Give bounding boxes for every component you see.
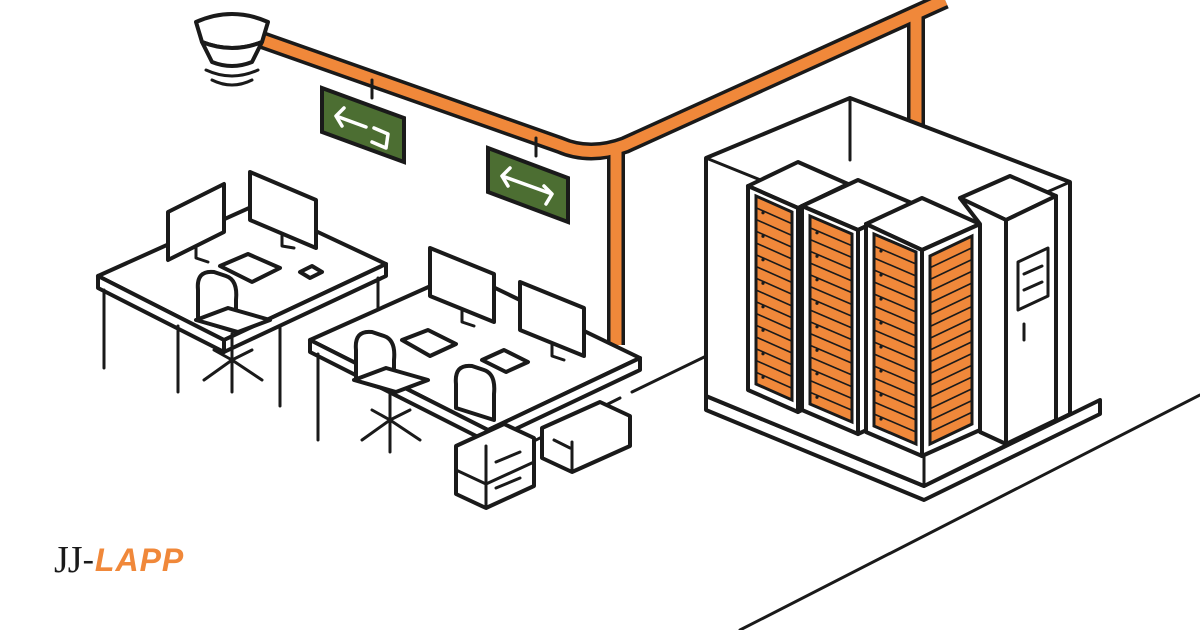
rack-led-dot <box>879 249 883 253</box>
rack-slot-lines <box>755 207 973 433</box>
rack-slot-line <box>755 207 793 225</box>
rack-slot-line <box>929 364 973 386</box>
rack-slot-line <box>755 242 793 260</box>
rack-led-dot <box>761 281 765 285</box>
rack-led-dot <box>761 328 765 332</box>
rack-slot-line <box>873 377 917 397</box>
rack-slot-line <box>929 270 973 292</box>
rack-slot-line <box>809 368 853 388</box>
rack-led-dot <box>815 325 819 329</box>
rack-slot-line <box>755 301 793 319</box>
brand-logo: JJ - LAPP <box>54 538 184 582</box>
rack-slot-line <box>809 262 853 282</box>
rack-slot-line <box>873 293 917 313</box>
rack-led-dot <box>815 231 819 235</box>
rack-slot-line <box>809 238 853 259</box>
rack-led-dot <box>815 372 819 376</box>
rack-slot-line <box>873 281 917 301</box>
rack-slot-line <box>929 294 973 316</box>
rack-slot-line <box>873 305 917 325</box>
rack-slot-line <box>809 321 853 341</box>
rack-led-dot <box>879 321 883 325</box>
rack-slot-line <box>755 218 793 237</box>
rack-led-dot <box>815 278 819 282</box>
rack-slot-line <box>929 352 973 375</box>
rack-slot-line <box>809 285 853 306</box>
rack-slot-line <box>873 353 917 373</box>
rack-led-dot <box>815 348 819 352</box>
exit-sign-both-icon <box>486 136 570 225</box>
rack-slot-line <box>929 341 973 363</box>
rack-slot-line <box>809 356 853 376</box>
rack-led-dot <box>879 297 883 301</box>
rack-led-dot <box>879 273 883 277</box>
rack-slot-line <box>929 329 973 351</box>
rack-slot-line <box>755 265 793 284</box>
desk-1 <box>96 170 388 408</box>
logo-separator: - <box>82 541 94 578</box>
rack-slot-line <box>755 230 793 248</box>
rack-slot-line <box>929 376 973 398</box>
rack-slot-line <box>929 399 973 422</box>
rack-slot-line <box>873 389 917 409</box>
rack-slot-line <box>929 305 973 328</box>
rack-led-dot <box>815 254 819 258</box>
rack-slot-line <box>873 413 917 433</box>
desk-2 <box>308 246 642 510</box>
rack-slot-line <box>809 297 853 317</box>
rack-slot-line <box>929 388 973 410</box>
rack-slot-line <box>755 359 793 378</box>
rack-slot-line <box>929 411 973 433</box>
rack-slot-line <box>809 227 853 247</box>
rack-slot-line <box>809 344 853 364</box>
rack-slot-line <box>755 254 793 272</box>
rack-led-dot <box>761 258 765 262</box>
rack-slot-line <box>929 317 973 339</box>
rack-led-dot <box>815 395 819 399</box>
rack-slot-line <box>755 324 793 342</box>
rack-led-dot <box>815 301 819 305</box>
rack-slot-line <box>929 282 973 304</box>
rack-slot-line <box>755 289 793 307</box>
rack-slot-line <box>755 312 793 331</box>
rack-slot-line <box>809 391 853 411</box>
rack-led-dot <box>761 352 765 356</box>
rack-led-dot <box>761 211 765 215</box>
rack-slot-line <box>809 379 853 400</box>
rack-led-dot <box>879 417 883 421</box>
rack-slot-line <box>809 274 853 294</box>
rack-slot-line <box>873 329 917 349</box>
rack-led-dot <box>761 234 765 238</box>
server-racks <box>746 160 1058 458</box>
rack-led-dot <box>761 305 765 309</box>
rack-slot-line <box>809 309 853 329</box>
rack-led-dot <box>879 393 883 397</box>
rack-slot-line <box>873 317 917 337</box>
rack-led-dot <box>761 375 765 379</box>
rack-slot-line <box>929 258 973 281</box>
rack-slot-line <box>755 371 793 389</box>
rack-slot-line <box>929 247 973 269</box>
rack-slot-line <box>873 365 917 385</box>
logo-jj-text: JJ <box>54 539 83 581</box>
rack-slot-line <box>809 332 853 353</box>
rack-led-dot <box>879 345 883 349</box>
logo-lapp-text: LAPP <box>94 541 185 578</box>
rack-slot-line <box>755 277 793 295</box>
rack-slot-line <box>809 250 853 270</box>
rack-slot-line <box>873 245 917 265</box>
rack-slot-line <box>873 269 917 289</box>
exit-sign-left-icon <box>320 78 406 165</box>
rack-slot-line <box>755 348 793 366</box>
rack-led-dot <box>879 369 883 373</box>
rack-slot-line <box>873 401 917 421</box>
rack-slot-line <box>873 257 917 277</box>
rack-slot-line <box>755 336 793 354</box>
rack-slot-line <box>873 341 917 361</box>
ceiling-sensor-icon <box>194 12 270 87</box>
